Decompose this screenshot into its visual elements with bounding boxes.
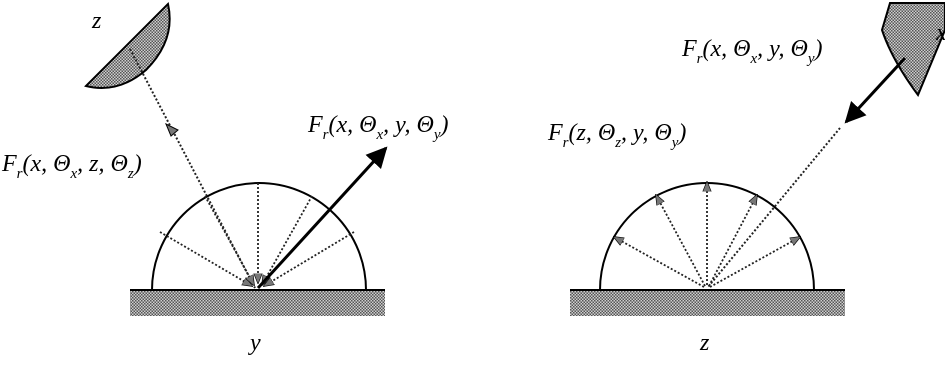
right-emitter-x — [880, 2, 945, 98]
left-emitter-z — [84, 2, 171, 89]
right-point-label-z: z — [699, 330, 710, 356]
left-reflected-rays — [159, 183, 355, 286]
left-incoming-ray — [129, 48, 256, 289]
left-emitter-label-z: z — [91, 8, 102, 34]
right-emitter-label-x: x — [935, 20, 945, 46]
right-surface — [570, 291, 845, 316]
left-panel: y z Fr(x, Θx, z, Θz) Fr(x, Θx, y, Θy) — [1, 2, 449, 356]
right-incoming-dotted — [707, 127, 841, 288]
right-incoming-label: Fr(x, Θx, y, Θy) — [681, 36, 823, 67]
left-outgoing-label: Fr(x, Θx, y, Θy) — [307, 112, 449, 143]
left-point-label-y: y — [248, 330, 261, 356]
right-incoming-arrow — [844, 56, 907, 124]
right-outgoing-label: Fr(z, Θz, y, Θy) — [547, 120, 686, 151]
right-outgoing-rays — [614, 182, 800, 288]
right-panel: z x Fr(x, Θx, y, Θy) Fr(z, Θz, y, Θy) — [547, 2, 945, 356]
left-surface — [130, 291, 385, 316]
left-outgoing-arrow — [256, 146, 388, 290]
left-hemisphere — [151, 182, 367, 291]
left-incoming-label: Fr(x, Θx, z, Θz) — [1, 151, 142, 182]
